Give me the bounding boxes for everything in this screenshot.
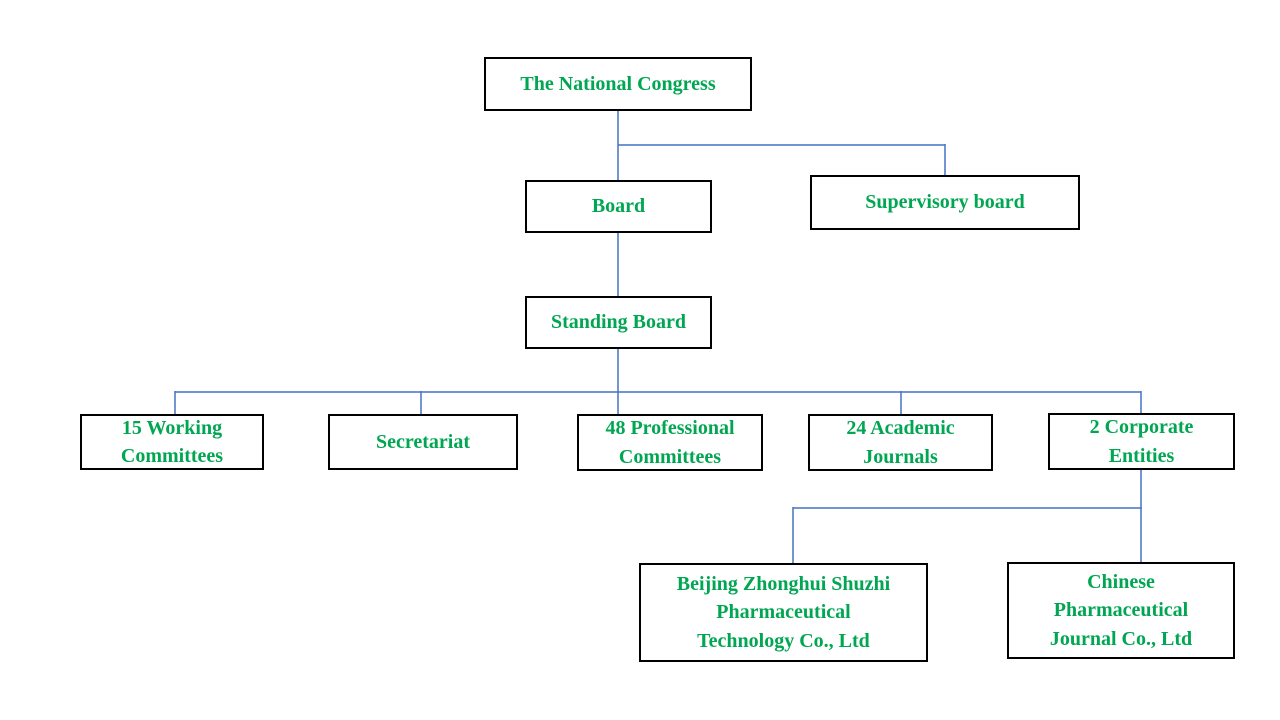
org-node-professional-committees: 48 Professional Committees: [577, 414, 763, 471]
org-node-label: 48 Professional Committees: [605, 417, 735, 468]
org-node-board: Board: [525, 180, 712, 233]
org-node-chinese-pharmaceutical-journal: Chinese Pharmaceutical Journal Co., Ltd: [1007, 562, 1235, 659]
org-node-working-committees: 15 Working Committees: [80, 414, 264, 470]
org-node-label: 24 Academic Journals: [846, 417, 955, 468]
org-node-secretariat: Secretariat: [328, 414, 518, 470]
org-node-standing-board: Standing Board: [525, 296, 712, 349]
org-node-label: The National Congress: [520, 72, 716, 95]
org-node-supervisory-board: Supervisory board: [810, 175, 1080, 230]
org-node-label: 15 Working Committees: [120, 416, 224, 467]
org-node-label: Board: [591, 195, 646, 218]
org-node-national-congress: The National Congress: [484, 57, 752, 111]
org-node-label: Supervisory board: [865, 191, 1025, 214]
org-node-label: Beijing Zhonghui Shuzhi Pharmaceutical T…: [676, 572, 891, 652]
org-node-label: 2 Corporate Entities: [1089, 416, 1194, 467]
org-node-beijing-zhonghui-shuzhi: Beijing Zhonghui Shuzhi Pharmaceutical T…: [639, 563, 928, 662]
org-node-label: Chinese Pharmaceutical Journal Co., Ltd: [1049, 570, 1193, 650]
org-node-corporate-entities: 2 Corporate Entities: [1048, 413, 1235, 470]
org-node-label: Standing Board: [550, 311, 687, 334]
org-node-label: Secretariat: [375, 430, 471, 453]
org-node-academic-journals: 24 Academic Journals: [808, 414, 993, 471]
